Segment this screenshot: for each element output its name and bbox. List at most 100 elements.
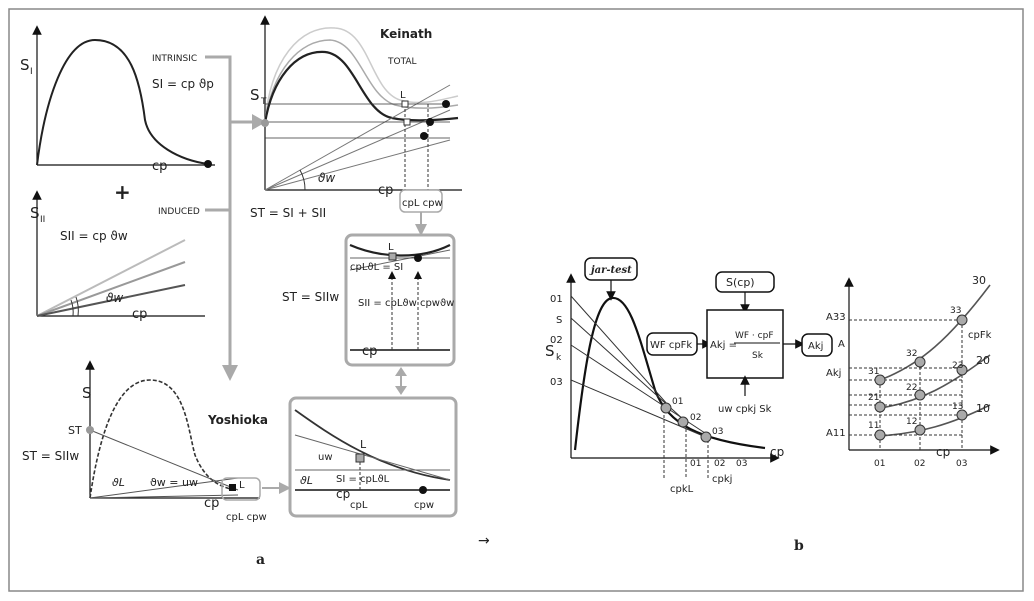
akj-chart: 11 12 13 21 22 23 31 32 33 30 20 10 cpFk… xyxy=(826,274,1000,469)
left-label-4: 03 xyxy=(550,377,563,388)
zoom-bottom-uw: uw xyxy=(318,452,333,463)
series-20: 20 xyxy=(976,354,990,367)
x-tick-3: 03 xyxy=(736,459,747,469)
yoshioka-xlabel: cp xyxy=(204,496,219,511)
pt-13: 13 xyxy=(952,402,963,412)
intrinsic-ylabel: S xyxy=(20,56,30,74)
yoshioka-ylabel: S xyxy=(82,384,92,402)
y-akj: Akj xyxy=(826,368,841,379)
pt-12: 12 xyxy=(906,417,917,427)
y-a: A xyxy=(838,339,845,350)
akj-out-label: Akj xyxy=(808,341,823,352)
yoshioka-formula: ST = SIIw xyxy=(22,449,79,463)
jar-ylabel: S xyxy=(545,342,555,360)
keinath-ylabel: S xyxy=(250,86,260,104)
keinath-point: L xyxy=(400,90,406,101)
intrinsic-arrow-label: INTRINSIC xyxy=(152,54,197,64)
zoom-bottom-s: SI = cpLϑL xyxy=(336,474,390,485)
s-cp-label: S(cp) xyxy=(726,276,755,289)
jar-test-callout: jar-test xyxy=(584,257,638,301)
keinath-title: Keinath xyxy=(380,27,432,41)
zoom-bottom-theta: ϑL xyxy=(300,474,313,487)
intrinsic-ysub: I xyxy=(30,67,33,77)
keinath-box: cpL cpw xyxy=(402,198,443,209)
zoom-top-point: L xyxy=(388,242,394,253)
pt-23: 23 xyxy=(952,361,963,371)
akj-output-callout: Akj xyxy=(801,333,833,357)
panel-a-letter: a xyxy=(256,552,265,568)
series-10: 10 xyxy=(976,402,990,415)
keinath-total: TOTAL xyxy=(387,57,417,67)
left-label-2: S xyxy=(556,315,562,326)
right-xlabel: cp xyxy=(936,445,950,459)
yoshioka-title: Yoshioka xyxy=(207,413,268,427)
pt-11: 11 xyxy=(868,421,879,431)
zoom-top-box: L cpLϑL = SI SII = cpLϑw cpwϑw cp xyxy=(344,233,456,367)
keinath-angle: ϑw xyxy=(318,171,335,185)
wf-label: WF cpFk xyxy=(650,340,692,351)
induced-plot: S II SII = cp ϑw ϑw cp INDUCED xyxy=(30,190,205,322)
yoshioka-plot: S ST Yoshioka ST = SIIw ϑL ϑw = uw cp L … xyxy=(22,360,291,523)
jar-test-plot: S k 01 S 02 03 01 02 03 01 02 03 cp cpkL… xyxy=(545,273,784,495)
intrinsic-formula: SI = cp ϑp xyxy=(152,77,214,91)
keinath-xlabel: cp xyxy=(378,183,393,198)
y-a11: A11 xyxy=(826,428,846,439)
double-arrow xyxy=(395,367,407,395)
curve-point-3: 03 xyxy=(712,427,723,437)
curve-point-2: 02 xyxy=(690,413,701,423)
panel-b-letter: b xyxy=(794,538,804,554)
intrinsic-plot: S I SI = cp ϑp cp INTRINSIC xyxy=(20,25,215,174)
rx-tick-1: 01 xyxy=(874,459,885,469)
series-30: 30 xyxy=(972,274,986,287)
keinath-plot: Keinath TOTAL S T ϑw cp L ST = SI + SII … xyxy=(250,15,462,236)
yoshioka-ytick: ST xyxy=(68,424,82,437)
zoom-bottom-cpl: cpL xyxy=(350,500,368,511)
jar-ysub: k xyxy=(556,353,562,363)
intrinsic-xlabel: cp xyxy=(152,159,167,174)
wf-callout: WF cpFk xyxy=(646,332,712,356)
zoom-top-formula: ST = SIIw xyxy=(282,290,339,304)
induced-arrow-label: INDUCED xyxy=(158,207,200,217)
cpkl-label: cpkL xyxy=(670,484,694,495)
akj-num: WF · cpF xyxy=(735,331,774,341)
pt-32: 32 xyxy=(906,349,917,359)
induced-xlabel: cp xyxy=(132,307,147,322)
pt-21: 21 xyxy=(868,393,879,403)
left-label-3: 02 xyxy=(550,335,563,346)
curve-point-1: 01 xyxy=(672,397,683,407)
jar-test-label: jar-test xyxy=(589,265,632,276)
cpfk-label: cpFk xyxy=(968,330,992,341)
zoom-bottom-cp: cp xyxy=(336,487,350,501)
left-label-1: 01 xyxy=(550,294,563,305)
keinath-ysub: T xyxy=(260,97,267,107)
yoshioka-theta-l: ϑL xyxy=(112,476,125,489)
yoshioka-point: L xyxy=(239,480,245,491)
akj-equation-box: Akj = WF · cpF Sk uw cpkj Sk xyxy=(706,309,805,415)
yoshioka-theta: ϑw = uw xyxy=(150,476,198,489)
y-a33: A33 xyxy=(826,312,846,323)
induced-ylabel: S xyxy=(30,204,40,222)
pt-31: 31 xyxy=(868,367,879,377)
induced-ysub: II xyxy=(40,215,45,225)
pt-33: 33 xyxy=(950,306,961,316)
x-tick-2: 02 xyxy=(714,459,725,469)
yoshioka-box: cpL cpw xyxy=(226,512,267,523)
flow-arrows xyxy=(205,55,266,381)
keinath-formula: ST = SI + SII xyxy=(250,206,326,220)
rx-tick-3: 03 xyxy=(956,459,967,469)
plus-sign: + xyxy=(114,180,131,204)
x-tick-1: 01 xyxy=(690,459,701,469)
zoom-bottom-point: L xyxy=(360,438,367,451)
induced-angle: ϑw xyxy=(106,291,123,305)
zoom-bottom-box: L uw ϑL SI = cpLϑL cp cpL cpw xyxy=(288,396,458,518)
arrow-between: → xyxy=(478,533,490,549)
cpkj-label: cpkj xyxy=(712,474,732,485)
induced-formula: SII = cp ϑw xyxy=(60,229,128,243)
zoom-top-label1: cpLϑL = SI xyxy=(350,262,403,273)
outer-border xyxy=(8,8,1024,592)
rx-tick-2: 02 xyxy=(914,459,925,469)
zoom-bottom-cpw: cpw xyxy=(414,500,434,511)
s-cp-callout: S(cp) xyxy=(715,271,775,314)
jar-xlabel: cp xyxy=(770,445,784,459)
